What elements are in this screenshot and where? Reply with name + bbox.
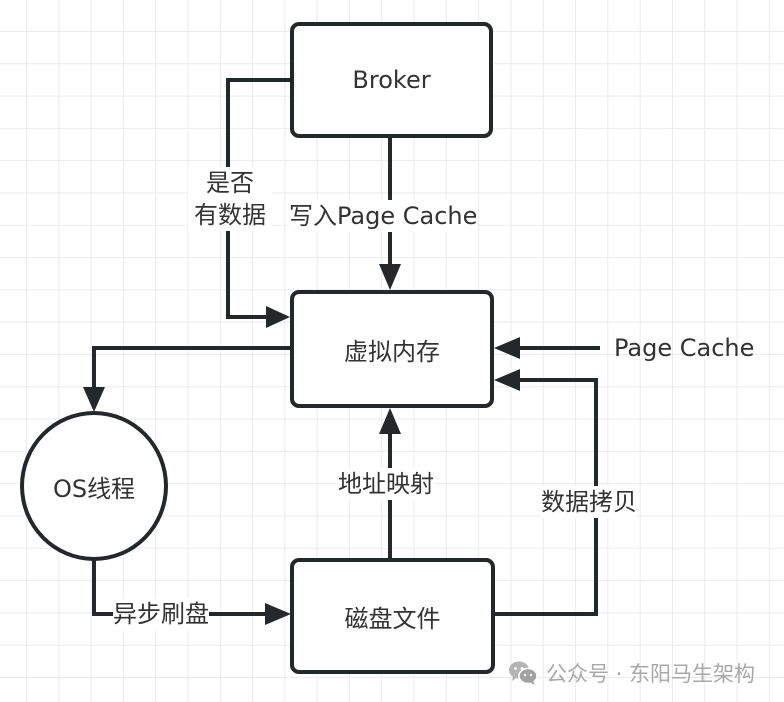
watermark: 公众号 · 东阳马生架构 bbox=[508, 658, 755, 688]
os-thread-label: OS线程 bbox=[52, 474, 136, 503]
edge-label-has-data-line2: 有数据 bbox=[194, 201, 266, 229]
edge-label-has-data: 是否 有数据 bbox=[188, 167, 272, 231]
os-thread-node[interactable]: OS线程 bbox=[20, 411, 168, 561]
edge-label-async-flush: 异步刷盘 bbox=[113, 598, 209, 630]
virtual-memory-node[interactable]: 虚拟内存 bbox=[290, 290, 494, 408]
arrowhead-write-page-cache bbox=[379, 264, 401, 290]
arrowhead-address-mapping bbox=[379, 408, 401, 434]
edge-to-os-thread bbox=[92, 346, 292, 392]
edge-async-flush bbox=[92, 560, 270, 616]
broker-label: Broker bbox=[352, 66, 431, 94]
disk-file-label: 磁盘文件 bbox=[344, 604, 441, 633]
arrowhead-page-cache bbox=[494, 337, 520, 359]
broker-node[interactable]: Broker bbox=[290, 22, 493, 138]
edge-label-has-data-line1: 是否 bbox=[206, 169, 254, 197]
edge-label-address-mapping: 地址映射 bbox=[338, 468, 434, 500]
disk-file-node[interactable]: 磁盘文件 bbox=[290, 558, 495, 674]
virtual-memory-label: 虚拟内存 bbox=[344, 337, 440, 366]
arrowhead-has-data bbox=[266, 306, 290, 328]
edge-label-page-cache: Page Cache bbox=[614, 334, 755, 362]
arrowhead-to-os-thread bbox=[83, 387, 105, 412]
edge-label-write-page-cache: 写入Page Cache bbox=[289, 200, 478, 232]
arrowhead-async-flush bbox=[265, 603, 291, 625]
watermark-text: 公众号 · 东阳马生架构 bbox=[546, 662, 756, 686]
wechat-icon bbox=[509, 661, 538, 685]
edge-label-data-copy: 数据拷贝 bbox=[541, 486, 637, 518]
arrowhead-data-copy bbox=[494, 369, 520, 391]
